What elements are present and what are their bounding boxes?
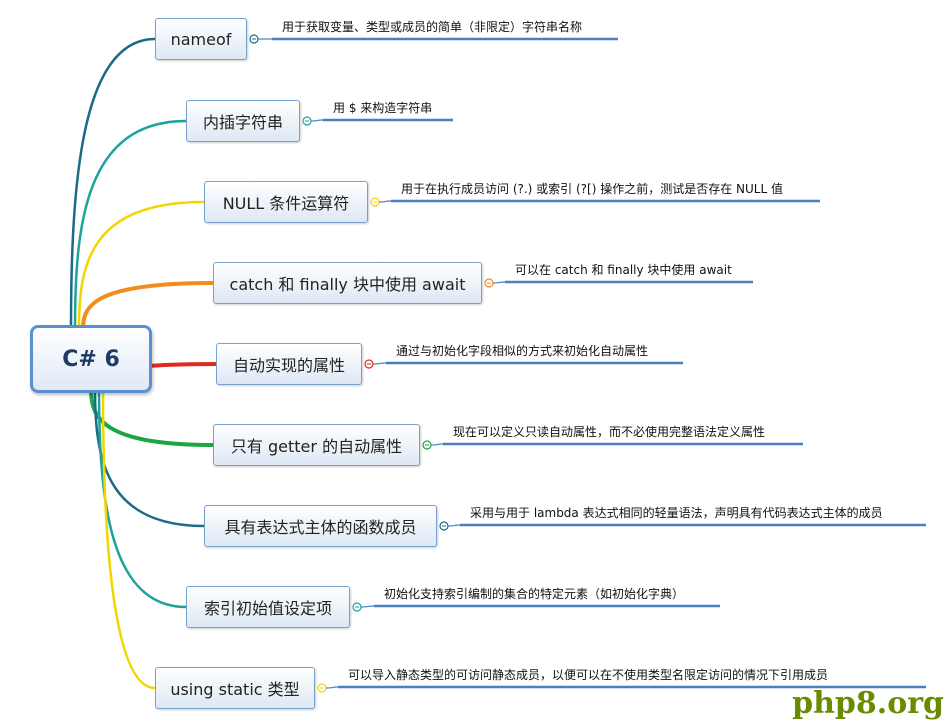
- branch-line: [73, 119, 187, 330]
- description-connector: [492, 281, 506, 284]
- topic-null-conditional[interactable]: NULL 条件运算符: [204, 181, 368, 223]
- topic-label: using static 类型: [170, 680, 300, 699]
- topic-description: 用于在执行成员访问 (?.) 或索引 (?[) 操作之前，测试是否存在 NULL…: [401, 182, 783, 196]
- topic-index-initializers[interactable]: 索引初始值设定项: [186, 586, 350, 628]
- topic-label: 只有 getter 的自动属性: [230, 437, 403, 456]
- branch-line: [93, 388, 205, 528]
- description-connector: [310, 119, 324, 122]
- description-connector: [430, 443, 444, 446]
- branch-line: [77, 200, 205, 330]
- branch-line: [101, 388, 156, 690]
- site-watermark: php8.org: [792, 686, 944, 721]
- topic-label: 具有表达式主体的函数成员: [224, 518, 417, 537]
- branch-line: [81, 281, 214, 330]
- description-connector: [372, 362, 387, 365]
- topic-description: 初始化支持索引编制的集合的特定元素（如初始化字典）: [384, 587, 685, 601]
- topic-description: 可以在 catch 和 finally 块中使用 await: [515, 263, 732, 277]
- description-connector: [360, 605, 375, 608]
- topic-description: 通过与初始化字段相似的方式来初始化自动属性: [396, 344, 649, 358]
- topic-getter-only-auto-properties[interactable]: 只有 getter 的自动属性: [213, 424, 420, 466]
- topic-label: catch 和 finally 块中使用 await: [229, 275, 466, 294]
- topic-expression-bodied-members[interactable]: 具有表达式主体的函数成员: [204, 505, 437, 547]
- branch-line: [97, 388, 187, 609]
- topic-label: 内插字符串: [202, 113, 283, 132]
- topic-description: 用 $ 来构造字符串: [333, 101, 433, 115]
- topic-label: 索引初始值设定项: [203, 599, 332, 618]
- root-label: C# 6: [62, 346, 120, 372]
- topic-label: 自动实现的属性: [232, 356, 345, 375]
- branch-line: [69, 37, 156, 330]
- topic-description: 用于获取变量、类型或成员的简单（非限定）字符串名称: [282, 20, 583, 34]
- topic-label: nameof: [170, 29, 232, 49]
- description-connector: [378, 200, 392, 203]
- topic-auto-property-initializers[interactable]: 自动实现的属性: [216, 343, 362, 385]
- topic-description: 可以导入静态类型的可访问静态成员，以便可以在不使用类型名限定访问的情况下引用成员: [348, 668, 829, 682]
- topic-description: 采用与用于 lambda 表达式相同的轻量语法，声明具有代码表达式主体的成员: [470, 506, 883, 520]
- root-node[interactable]: C# 6: [30, 325, 152, 393]
- topic-using-static[interactable]: using static 类型: [155, 667, 315, 709]
- topic-interpolated-strings[interactable]: 内插字符串: [186, 100, 300, 142]
- topic-await-in-catch-finally[interactable]: catch 和 finally 块中使用 await: [213, 262, 482, 304]
- branch-line: [89, 388, 214, 447]
- topic-nameof[interactable]: nameof: [155, 18, 247, 60]
- description-connector: [447, 524, 461, 527]
- description-connector: [325, 686, 339, 689]
- topic-label: NULL 条件运算符: [222, 194, 350, 213]
- topic-description: 现在可以定义只读自动属性，而不必使用完整语法定义属性: [453, 425, 766, 439]
